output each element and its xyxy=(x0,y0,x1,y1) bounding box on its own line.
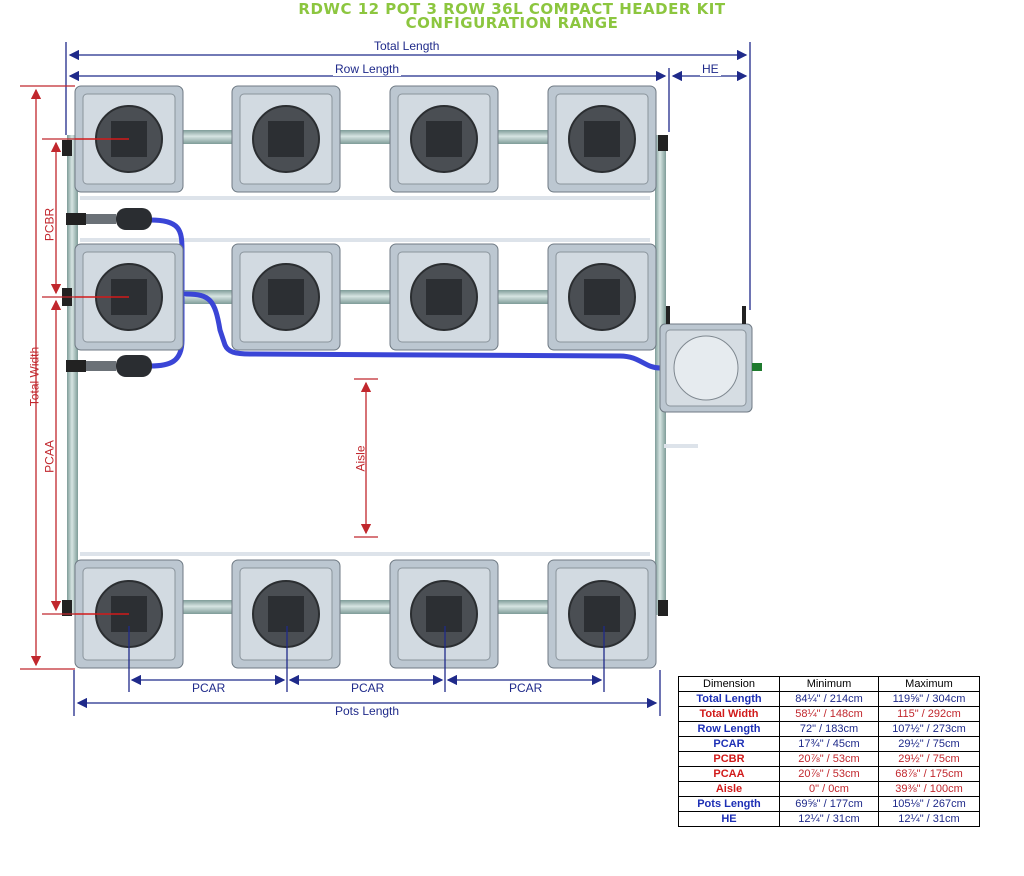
pot xyxy=(74,559,184,669)
table-cell-max: 115" / 292cm xyxy=(878,706,980,722)
pot xyxy=(231,85,341,193)
pot xyxy=(547,559,657,669)
table-header-dimension: Dimension xyxy=(678,676,780,692)
table-row: Pots Length 69⅝" / 177cm 105⅛" / 267cm xyxy=(678,796,980,812)
table-cell-min: 12¼" / 31cm xyxy=(779,811,879,827)
table-cell-min: 0" / 0cm xyxy=(779,781,879,797)
pot xyxy=(389,559,499,669)
table-cell-dimension: HE xyxy=(678,811,780,827)
table-cell-max: 105⅛" / 267cm xyxy=(878,796,980,812)
table-cell-dimension: PCAA xyxy=(678,766,780,782)
table-row: Aisle 0" / 0cm 39⅜" / 100cm xyxy=(678,781,980,797)
table-cell-min: 20⅞" / 53cm xyxy=(779,766,879,782)
label-pcar-1: PCAR xyxy=(190,681,228,695)
label-pcaa: PCAA xyxy=(42,440,57,473)
table-cell-max: 119⅝" / 304cm xyxy=(878,691,980,707)
table-row: Row Length 72" / 183cm 107½" / 273cm xyxy=(678,721,980,737)
label-he: HE xyxy=(700,62,721,76)
label-total-length: Total Length xyxy=(372,39,442,53)
dimension-lines-red xyxy=(20,85,378,670)
header-controller xyxy=(659,306,762,413)
table-header-row: Dimension Minimum Maximum xyxy=(678,676,980,692)
pot xyxy=(74,85,184,193)
label-pots-length: Pots Length xyxy=(333,704,402,718)
table-cell-max: 68⅞" / 175cm xyxy=(878,766,980,782)
table-cell-dimension: Row Length xyxy=(678,721,780,737)
table-cell-dimension: PCBR xyxy=(678,751,780,767)
dimension-lines-blue xyxy=(65,42,751,716)
table-cell-max: 12¼" / 31cm xyxy=(878,811,980,827)
table-cell-dimension: Total Length xyxy=(678,691,780,707)
pot xyxy=(231,559,341,669)
table-cell-dimension: PCAR xyxy=(678,736,780,752)
table-row: Total Width 58¼" / 148cm 115" / 292cm xyxy=(678,706,980,722)
table-cell-max: 39⅜" / 100cm xyxy=(878,781,980,797)
pot-row-2 xyxy=(74,243,657,351)
table-cell-min: 84¼" / 214cm xyxy=(779,691,879,707)
table-cell-min: 69⅝" / 177cm xyxy=(779,796,879,812)
table-cell-max: 29½" / 75cm xyxy=(878,736,980,752)
dimension-range-table: Dimension Minimum Maximum Total Length 8… xyxy=(678,676,980,827)
table-row: PCAR 17¾" / 45cm 29½" / 75cm xyxy=(678,736,980,752)
diagram-title-line1: RDWC 12 POT 3 ROW 36L COMPACT HEADER KIT xyxy=(298,0,726,18)
table-row: HE 12¼" / 31cm 12¼" / 31cm xyxy=(678,811,980,827)
pot xyxy=(547,243,657,351)
label-total-width: Total Width xyxy=(27,346,42,407)
pot-row-3 xyxy=(74,559,657,669)
label-row-length: Row Length xyxy=(333,62,402,76)
pot xyxy=(74,243,184,351)
table-cell-max: 107½" / 273cm xyxy=(878,721,980,737)
pot xyxy=(389,85,499,193)
table-cell-dimension: Total Width xyxy=(678,706,780,722)
diagram-title-line2: CONFIGURATION RANGE xyxy=(405,14,619,32)
pot xyxy=(547,85,657,193)
pot xyxy=(389,243,499,351)
table-cell-dimension: Aisle xyxy=(678,781,780,797)
table-cell-min: 72" / 183cm xyxy=(779,721,879,737)
pot-row-1 xyxy=(74,85,657,193)
pot xyxy=(231,243,341,351)
table-cell-min: 17¾" / 45cm xyxy=(779,736,879,752)
table-row: PCAA 20⅞" / 53cm 68⅞" / 175cm xyxy=(678,766,980,782)
table-header-minimum: Minimum xyxy=(779,676,879,692)
table-cell-max: 29½" / 75cm xyxy=(878,751,980,767)
label-pcbr: PCBR xyxy=(42,207,57,242)
table-row: PCBR 20⅞" / 53cm 29½" / 75cm xyxy=(678,751,980,767)
table-header-maximum: Maximum xyxy=(878,676,980,692)
label-aisle: Aisle xyxy=(353,445,368,472)
valve-fittings xyxy=(66,208,152,377)
table-cell-dimension: Pots Length xyxy=(678,796,780,812)
frame-pipes xyxy=(62,130,698,616)
table-cell-min: 58¼" / 148cm xyxy=(779,706,879,722)
label-pcar-3: PCAR xyxy=(507,681,545,695)
label-pcar-2: PCAR xyxy=(349,681,387,695)
table-cell-min: 20⅞" / 53cm xyxy=(779,751,879,767)
table-row: Total Length 84¼" / 214cm 119⅝" / 304cm xyxy=(678,691,980,707)
